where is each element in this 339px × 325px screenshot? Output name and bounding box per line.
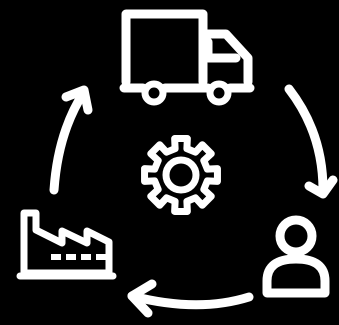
arrow-icon bbox=[49, 85, 93, 195]
arrow-icon bbox=[284, 84, 338, 199]
delivery-truck-icon bbox=[119, 9, 255, 106]
factory-icon bbox=[16, 209, 117, 280]
arrow-icon bbox=[127, 279, 254, 318]
gear-icon bbox=[141, 135, 221, 215]
person-icon bbox=[262, 215, 330, 298]
